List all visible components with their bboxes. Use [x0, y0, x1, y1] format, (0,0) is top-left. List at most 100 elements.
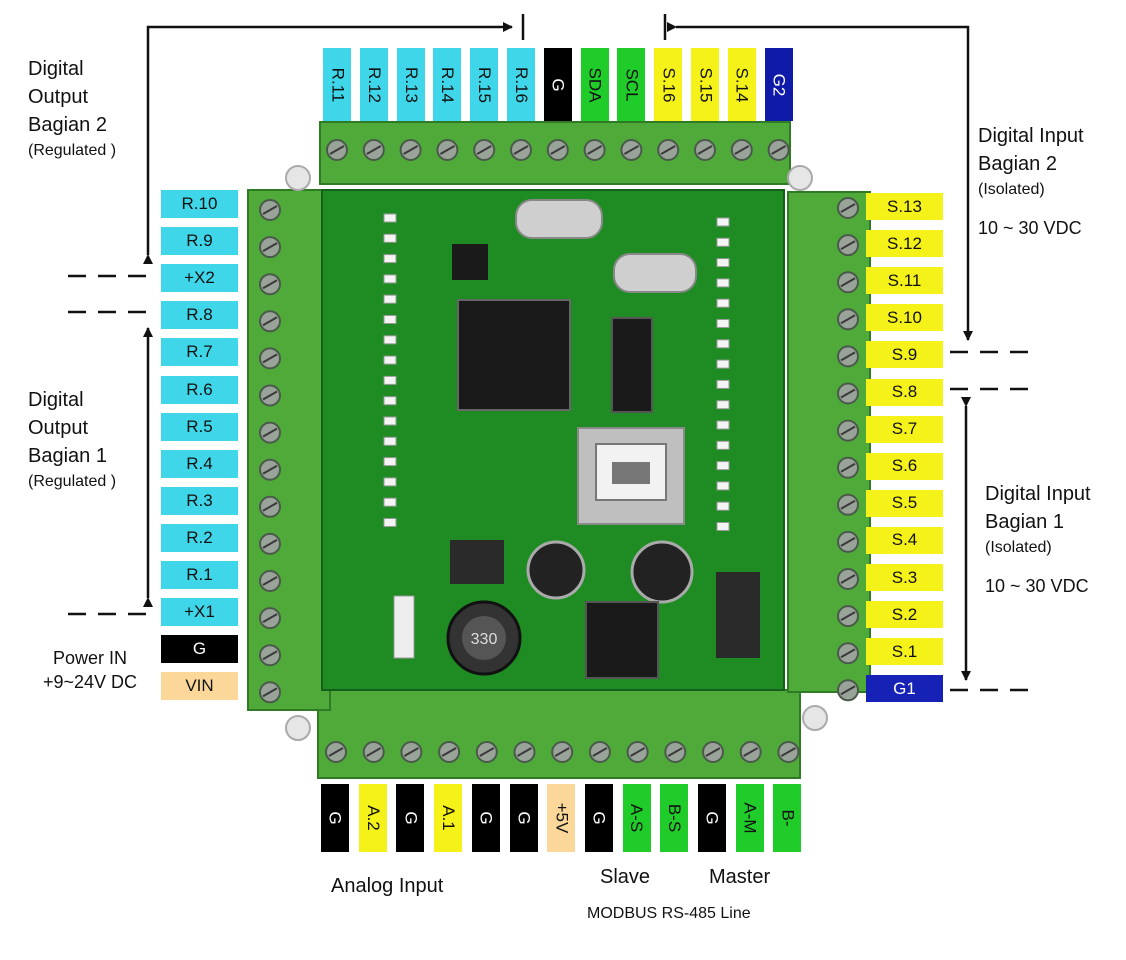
pin-label: R.4	[161, 449, 238, 478]
led	[716, 420, 730, 430]
pin-label: G	[471, 784, 500, 852]
pin-label: VIN	[161, 672, 238, 701]
pin-label: S.5	[866, 489, 943, 517]
mounting-hole	[285, 715, 311, 741]
screw-slot	[262, 687, 278, 698]
pin-label-text: S.13	[887, 196, 922, 216]
pin-label: R.12	[359, 48, 388, 121]
pin-label: G	[321, 784, 349, 852]
pin-label-text: S.6	[891, 456, 918, 476]
annotation-line: Power IN	[52, 648, 128, 668]
led	[716, 359, 730, 369]
led	[383, 315, 397, 324]
pin-label: R.9	[161, 227, 238, 256]
led	[716, 400, 730, 410]
electrolytic-capacitor	[630, 540, 694, 604]
label-master: Master	[709, 866, 771, 888]
led	[716, 522, 730, 531]
pin-label: R.7	[161, 338, 238, 367]
led	[383, 294, 397, 304]
crystal-oscillator	[515, 199, 603, 239]
pin-label-text: +X2	[184, 268, 215, 288]
pin-label: G1	[866, 675, 943, 703]
pin-label-text: R.9	[186, 231, 213, 251]
pin-label-text: G	[325, 811, 345, 825]
pin-label: B-	[773, 784, 802, 852]
screw-slot	[840, 685, 856, 696]
screw-slot	[840, 537, 856, 547]
pin-label: A-M	[735, 784, 764, 852]
pin-label-text: R.10	[181, 194, 218, 213]
voltage-regulator	[585, 601, 659, 679]
annotation-line: Digital Input	[978, 125, 1084, 147]
pin-label-text: +X1	[184, 602, 215, 622]
screw-slot	[840, 425, 856, 436]
pin-label-text: G	[476, 811, 496, 825]
pin-label-text: B-S	[665, 803, 685, 833]
pin-label-text: R.7	[186, 342, 213, 362]
pin-label: R.15	[470, 48, 499, 121]
pin-label: S.14	[727, 48, 756, 121]
screw-slot	[517, 747, 532, 757]
pin-label-text: B-	[778, 809, 798, 827]
annotation-note: (Regulated )	[28, 473, 117, 490]
annotation-output-1: Digital Output Bagian 1 (Regulated )	[28, 386, 116, 494]
annotation-note: (Isolated)	[985, 539, 1052, 556]
pin-label: A.1	[434, 784, 463, 852]
led	[383, 416, 397, 426]
input-2-bracket	[667, 22, 973, 341]
screw-slot	[554, 747, 570, 757]
pin-label-text: G	[702, 811, 722, 825]
pin-label-text: S.16	[659, 67, 679, 102]
pin-label-text: S.10	[887, 307, 922, 327]
annotation-line: Output	[28, 86, 89, 108]
pin-label-text: G	[192, 639, 207, 659]
pin-label: S.9	[866, 341, 943, 369]
screw-slot	[840, 462, 856, 473]
pin-label: +5V	[547, 784, 576, 852]
pin-label-text: S.8	[891, 382, 918, 401]
pin-label-text: G	[548, 77, 568, 92]
screw-slot	[262, 316, 278, 327]
pin-label: R.13	[396, 48, 425, 121]
pin-label: R.3	[161, 486, 238, 515]
pin-label: +X1	[161, 598, 238, 627]
annotation-line: Bagian 2	[28, 114, 107, 136]
pin-label-text: S.3	[891, 567, 918, 587]
screw-slot	[743, 747, 759, 757]
led	[716, 481, 730, 491]
pin-label-text: S.5	[891, 493, 918, 513]
pin-label-text: S.11	[887, 270, 922, 290]
screw-slot	[840, 611, 856, 621]
pin-label-text: +5V	[552, 802, 572, 834]
pin-label: S.8	[866, 378, 943, 406]
led	[383, 355, 397, 365]
pin-label-text: S.14	[732, 67, 752, 102]
pin-label: S.16	[654, 48, 683, 121]
pin-label: S.13	[866, 193, 943, 220]
led	[716, 461, 730, 471]
label-modbus: MODBUS RS-485 Line	[587, 905, 751, 922]
pin-label-text: A-M	[740, 802, 760, 834]
pin-label: S.10	[866, 304, 943, 332]
pin-label: A.2	[358, 784, 387, 852]
screw-slot	[780, 747, 796, 757]
led	[383, 436, 397, 446]
pin-label: S.6	[866, 452, 943, 480]
annotation-input-2: Digital Input Bagian 2 (Isolated) 10 ~ 3…	[978, 122, 1084, 240]
led	[383, 457, 397, 467]
screw-slot	[667, 747, 683, 757]
pin-label-text: R.12	[364, 66, 384, 103]
pin-label-text: R.16	[512, 66, 532, 103]
screw-slot	[550, 145, 566, 155]
screw-slot	[262, 501, 278, 512]
reset-button	[393, 595, 415, 659]
pin-label-text: R.5	[186, 416, 213, 436]
led	[383, 375, 397, 385]
output-2-bracket	[143, 22, 513, 264]
screw-slot	[262, 279, 278, 290]
screw-slot	[366, 747, 382, 757]
pin-label: S.3	[866, 564, 943, 591]
screw-slot	[262, 613, 278, 623]
